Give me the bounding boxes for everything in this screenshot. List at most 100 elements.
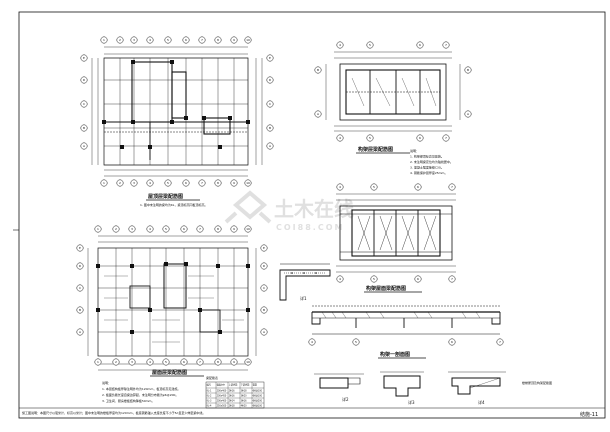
detail-2-drawing [314, 373, 364, 389]
axis-label: 4 [149, 38, 151, 42]
axis-label: E [269, 56, 271, 60]
axis-bubble: A [80, 142, 88, 150]
axis-label: C [269, 102, 271, 106]
axis-label: 4 [149, 181, 151, 185]
axis-bubble: 1 [100, 36, 108, 44]
axis-label: 10 [246, 227, 250, 231]
axis-label: B [83, 126, 85, 130]
detail-1-label: 详1 [300, 295, 307, 301]
axis-bubble: 7 [198, 179, 206, 187]
watermark-subtext: COI88.COM [276, 223, 344, 232]
axis-label: D [263, 264, 266, 268]
axis-bubble: 3 [128, 225, 136, 233]
axis-bubble: 8 [214, 225, 222, 233]
axis-bubble: 4 [146, 225, 154, 233]
axis-bubble: 5 [162, 358, 170, 366]
axis-bubble: E [80, 54, 88, 62]
table-cell: 2Φ14 [229, 400, 236, 403]
axis-label: 7 [445, 43, 447, 47]
axis-label: 2 [119, 38, 121, 42]
axis-bubble: B [76, 306, 84, 314]
axis-label: A [83, 144, 86, 148]
table-cell: 250x500 [217, 405, 227, 408]
axis-bubble: C [76, 284, 84, 292]
axis-bubble: E [266, 54, 274, 62]
table-header: 箍筋 [253, 383, 258, 387]
plan-2-drawing [87, 235, 257, 371]
table-cell: Φ8@100 [253, 390, 263, 393]
axis-bubble: 7 [496, 338, 504, 346]
axis-label: 8 [217, 360, 219, 364]
axis-label: 5 [373, 277, 375, 281]
axis-label: 10 [246, 38, 250, 42]
axis-label: 6 [419, 136, 421, 140]
note-line: 4. 钢筋保护层厚度25mm。 [410, 170, 447, 175]
axis-label: 7 [451, 277, 453, 281]
axis-bubble: 5 [366, 41, 374, 49]
axis-label: 9 [233, 38, 235, 42]
axis-bubble: 7 [448, 275, 456, 283]
axis-label: 6 [185, 181, 187, 185]
axis-label: 2 [115, 227, 117, 231]
table-cell: 2Φ18 [229, 405, 236, 408]
axis-bubble: 4 [146, 179, 154, 187]
axis-bubble: E [76, 244, 84, 252]
axis-label: 3 [133, 181, 135, 185]
axis-bubble: E [260, 244, 268, 252]
axis-label: B [79, 308, 81, 312]
axis-bubble: 6 [182, 36, 190, 44]
axis-label: 5 [369, 136, 371, 140]
axis-bubble: 8 [214, 358, 222, 366]
axis-label: 3 [131, 227, 133, 231]
axis-bubble: 5 [164, 179, 172, 187]
axis-label: 6 [417, 185, 419, 189]
axis-bubble: 8 [214, 36, 222, 44]
axis-label: C [83, 102, 85, 106]
axis-label: 3 [131, 360, 133, 364]
table-cell: KL-3 [207, 400, 212, 403]
detail-3-label: 详3 [408, 399, 415, 405]
axis-bubble: 9 [230, 36, 238, 44]
axis-bubble: 5 [370, 183, 378, 191]
table-cell: 200x400 [217, 400, 227, 403]
axis-label: 4 [339, 136, 341, 140]
note-line: 2. 板面负筋长度自梁边算起，未注明分布筋为φ6@200。 [102, 392, 178, 397]
detail-4-label: 详4 [478, 399, 485, 405]
axis-bubble: 6 [416, 41, 424, 49]
plan-1-note: 1. 图中未注明的梁均为KL，梁顶标高同板顶标高。 [140, 202, 207, 207]
axis-label: 6 [451, 340, 453, 344]
axis-bubble: B [314, 66, 322, 74]
axis-bubble: 4 [308, 338, 316, 346]
table-cell: Φ8@100 [253, 395, 263, 398]
axis-label: 4 [339, 185, 341, 189]
axis-label: C [79, 286, 81, 290]
axis-label: 7 [201, 38, 203, 42]
axis-label: D [269, 78, 272, 82]
axis-bubble: 5 [162, 225, 170, 233]
plan-3-drawing [325, 51, 461, 132]
axis-bubble: 2 [112, 358, 120, 366]
axis-label: A [79, 330, 82, 334]
axis-label: 8 [217, 227, 219, 231]
plan-2-notes: 说明：1. 本层结构板厚除注明外均为120mm，板顶标高见建施。2. 板面负筋长… [102, 380, 180, 403]
table-cell: KL-4 [207, 405, 212, 408]
note-line: 1. 构架梁顶标高见建施。 [410, 154, 444, 159]
footer-text: 施工图说明：本图尺寸以毫米计，标高以米计；图中未注明的楼板厚度均为120mm，板… [22, 410, 205, 415]
axis-label: D [79, 264, 82, 268]
axis-bubble: 2 [116, 36, 124, 44]
axis-bubble: B [80, 124, 88, 132]
axis-label: 7 [201, 181, 203, 185]
note-line: 3. 混凝土强度等级C30。 [410, 165, 444, 170]
axis-bubble: C [80, 100, 88, 108]
axis-bubble: 8 [214, 179, 222, 187]
detail-note: 楼梯屋顶及构架配筋图 [522, 380, 552, 385]
axis-bubble: 7 [196, 358, 204, 366]
axis-label: 5 [373, 185, 375, 189]
table-cell: 4Φ20 [241, 405, 248, 408]
axis-bubble: D [80, 76, 88, 84]
axis-bubble: 10 [244, 358, 252, 366]
